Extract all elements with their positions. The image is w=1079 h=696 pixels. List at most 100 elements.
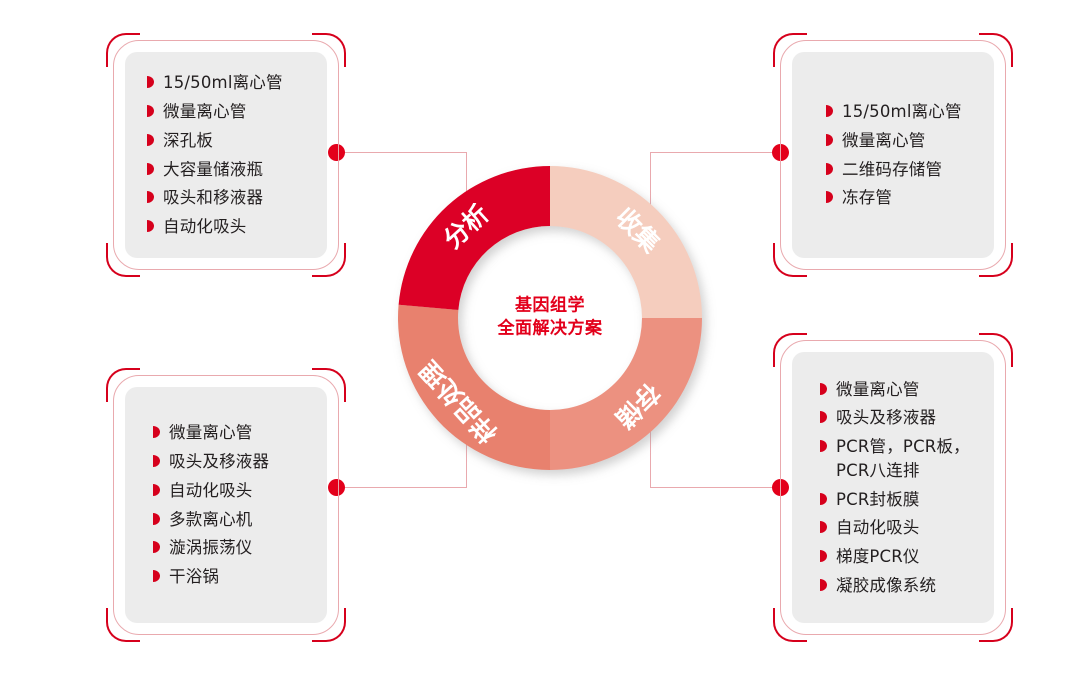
corner-bracket-bottom-right: [979, 243, 1013, 277]
sample-box: 微量离心管 吸头及移液器 PCR管，PCR板， PCR八连排 PCR封板膜 自动…: [773, 333, 1013, 642]
connector-line-bottom-right-horizontal: [650, 487, 780, 488]
corner-bracket-top-left: [106, 368, 140, 402]
list-item-label: 冻存管: [842, 188, 893, 208]
list-item-label: PCR管，PCR板， PCR八连排: [836, 437, 970, 480]
list-item: 15/50ml离心管: [826, 100, 984, 124]
corner-bracket-bottom-left: [773, 243, 807, 277]
corner-bracket-top-left: [773, 33, 807, 67]
bullet-marker-icon: [153, 512, 160, 525]
bullet-marker-icon: [820, 578, 827, 591]
center-title-line1: 基因组学: [515, 295, 585, 316]
list-item-label: 15/50ml离心管: [842, 102, 962, 121]
list-item: 微量离心管: [153, 421, 317, 445]
bullet-marker-icon: [147, 105, 154, 117]
corner-bracket-top-right: [979, 333, 1013, 367]
list-item-label: 梯度PCR仪: [836, 547, 920, 566]
list-item-label: 漩涡振荡仪: [169, 538, 253, 558]
bullet-marker-icon: [826, 133, 833, 146]
bullet-marker-icon: [820, 550, 827, 562]
analysis-box-panel: 微量离心管 吸头及移液器 自动化吸头 多款离心机 漩涡振荡仪 干浴锅: [125, 387, 327, 623]
list-item: 二维码存储管: [826, 158, 984, 182]
list-item-label: 自动化吸头: [163, 217, 247, 236]
list-item: PCR管，PCR板， PCR八连排: [820, 435, 984, 483]
bullet-marker-icon: [153, 426, 160, 439]
connector-line-bottom-left-horizontal: [336, 487, 466, 488]
bullet-marker-icon: [826, 162, 833, 175]
list-item: 深孔板: [147, 129, 317, 153]
list-item-label: 吸头及移液器: [836, 408, 937, 428]
list-item-label: 微量离心管: [836, 379, 920, 399]
collect-box-panel: 15/50ml离心管 微量离心管 深孔板 大容量储液瓶 吸头和移液器 自动化吸头: [125, 52, 327, 258]
corner-bracket-top-right: [312, 368, 346, 402]
bullet-marker-icon: [820, 382, 827, 395]
list-item-label: 15/50ml离心管: [163, 73, 283, 93]
list-item-label: 大容量储液瓶: [163, 159, 264, 179]
connector-line-top-right-horizontal: [650, 152, 780, 153]
center-title-line2: 全面解决方案: [497, 319, 603, 339]
corner-bracket-bottom-left: [773, 608, 807, 642]
list-item-label: 自动化吸头: [836, 518, 920, 538]
donut-center-text: 基因组学 全面解决方案: [395, 295, 705, 342]
bullet-marker-icon: [147, 220, 154, 232]
list-item-label: 微量离心管: [842, 130, 926, 150]
list-item-label: 二维码存储管: [842, 159, 943, 179]
storage-box: 15/50ml离心管 微量离心管 二维码存储管 冻存管: [773, 33, 1013, 277]
donut-segment-analysis: [398, 166, 550, 310]
analysis-box: 微量离心管 吸头及移液器 自动化吸头 多款离心机 漩涡振荡仪 干浴锅: [106, 368, 346, 642]
list-item-label: 凝胶成像系统: [836, 575, 937, 595]
bullet-marker-icon: [826, 191, 833, 204]
corner-bracket-top-left: [773, 333, 807, 367]
list-item: 自动化吸头: [147, 215, 317, 239]
connector-line-top-left-horizontal: [336, 152, 466, 153]
collect-box-outline: [113, 40, 339, 270]
bullet-marker-icon: [153, 570, 160, 582]
bullet-marker-icon: [153, 483, 160, 496]
list-item-label: 微量离心管: [163, 102, 247, 121]
storage-box-panel: 15/50ml离心管 微量离心管 二维码存储管 冻存管: [792, 52, 994, 258]
list-item-label: 微量离心管: [169, 423, 253, 443]
list-item: 微量离心管: [826, 129, 984, 153]
list-item: 干浴锅: [153, 565, 317, 589]
connector-dot-top-left: [328, 144, 345, 161]
list-item-label: 吸头和移液器: [163, 188, 264, 208]
list-item: 漩涡振荡仪: [153, 536, 317, 560]
sample-box-panel: 微量离心管 吸头及移液器 PCR管，PCR板， PCR八连排 PCR封板膜 自动…: [792, 352, 994, 623]
sample-box-outline: [780, 340, 1006, 635]
connector-line-bottom-right-vertical: [650, 400, 651, 488]
storage-box-outline: [780, 40, 1006, 270]
connector-dot-bottom-left: [328, 479, 345, 496]
bullet-marker-icon: [820, 492, 827, 505]
bullet-marker-icon: [826, 105, 833, 117]
list-item: 冻存管: [826, 186, 984, 210]
list-item: PCR封板膜: [820, 488, 984, 512]
collect-box: 15/50ml离心管 微量离心管 深孔板 大容量储液瓶 吸头和移液器 自动化吸头: [106, 33, 346, 277]
list-item-label: 吸头及移液器: [169, 452, 270, 471]
corner-bracket-top-right: [979, 33, 1013, 67]
list-item-label: 干浴锅: [169, 567, 220, 586]
corner-bracket-bottom-left: [106, 608, 140, 642]
list-item: 自动化吸头: [153, 479, 317, 503]
bullet-marker-icon: [153, 541, 160, 554]
bullet-marker-icon: [820, 521, 827, 534]
list-item: 微量离心管: [820, 378, 984, 402]
corner-bracket-bottom-right: [979, 608, 1013, 642]
corner-bracket-bottom-left: [106, 243, 140, 277]
bullet-marker-icon: [820, 440, 827, 452]
bullet-marker-icon: [147, 191, 154, 204]
bullet-marker-icon: [147, 133, 154, 146]
list-item: 吸头及移液器: [153, 450, 317, 474]
corner-bracket-bottom-right: [312, 243, 346, 277]
list-item: 自动化吸头: [820, 516, 984, 540]
list-item: 凝胶成像系统: [820, 574, 984, 598]
bullet-marker-icon: [820, 411, 827, 424]
corner-bracket-top-left: [106, 33, 140, 67]
list-item-label: 深孔板: [163, 130, 214, 150]
genomics-cycle-donut: 收集 存储 样品处理 分析 基因组学 全面解决方案: [395, 163, 705, 473]
corner-bracket-bottom-right: [312, 608, 346, 642]
list-item: 吸头及移液器: [820, 406, 984, 430]
donut-segment-collect: [550, 166, 702, 318]
corner-bracket-top-right: [312, 33, 346, 67]
list-item: 吸头和移液器: [147, 186, 317, 210]
connector-line-top-right-vertical: [650, 152, 651, 242]
